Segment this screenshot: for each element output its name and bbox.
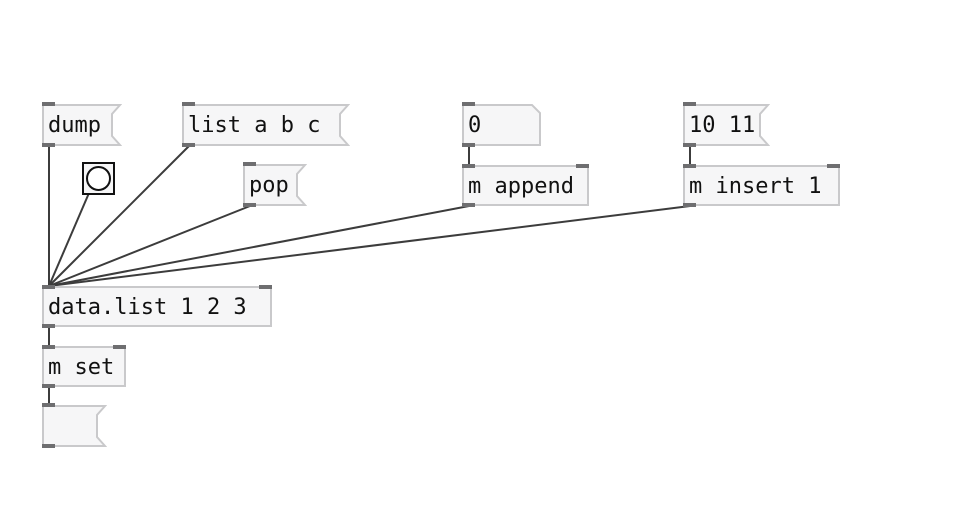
inlet-left[interactable]	[42, 345, 55, 349]
inlet-right[interactable]	[827, 164, 840, 168]
ten-eleven-message[interactable]: 10 11	[683, 102, 770, 147]
pop-label: pop	[249, 173, 289, 198]
number-value: 0	[468, 113, 482, 138]
data-list-object[interactable]: data.list 1 2 3	[42, 285, 272, 328]
outlet[interactable]	[42, 444, 55, 448]
set-object[interactable]: m set	[42, 345, 126, 388]
ten-eleven-label: 10 11	[689, 113, 756, 138]
outlet[interactable]	[182, 143, 195, 147]
inlet-left[interactable]	[462, 164, 475, 168]
pop-message[interactable]: pop	[243, 162, 307, 207]
list-message[interactable]: list a b c	[182, 102, 350, 147]
outlet[interactable]	[462, 203, 475, 207]
dump-label: dump	[48, 113, 101, 138]
inlet[interactable]	[42, 403, 55, 407]
cord-list-to-datalist[interactable]	[48, 145, 190, 287]
dump-message[interactable]: dump	[42, 102, 122, 147]
outlet[interactable]	[42, 143, 55, 147]
insert-object[interactable]: m insert 1	[683, 164, 840, 207]
inlet[interactable]	[182, 102, 195, 106]
inlet[interactable]	[462, 102, 475, 106]
message-box-shape	[42, 405, 107, 447]
number-box-shape	[462, 104, 541, 146]
outlet[interactable]	[42, 324, 55, 328]
set-label: m set	[48, 355, 115, 380]
append-label: m append	[468, 174, 574, 199]
inlet[interactable]	[683, 102, 696, 106]
output-message[interactable]	[42, 403, 107, 448]
outlet[interactable]	[683, 203, 696, 207]
outlet[interactable]	[462, 143, 475, 147]
inlet-left[interactable]	[683, 164, 696, 168]
outlet[interactable]	[683, 143, 696, 147]
data-list-label: data.list 1 2 3	[48, 295, 247, 320]
inlet-right[interactable]	[113, 345, 126, 349]
append-object[interactable]: m append	[462, 164, 589, 207]
list-label: list a b c	[188, 113, 321, 138]
inlet-left[interactable]	[42, 285, 55, 289]
inlet-right[interactable]	[576, 164, 589, 168]
inlet-right[interactable]	[259, 285, 272, 289]
outlet[interactable]	[243, 203, 256, 207]
cord-append-to-datalist[interactable]	[48, 205, 470, 287]
cord-insert-to-datalist[interactable]	[48, 205, 691, 287]
insert-label: m insert 1	[689, 174, 822, 199]
inlet[interactable]	[243, 162, 256, 166]
inlet[interactable]	[42, 102, 55, 106]
cord-bang-to-datalist[interactable]	[48, 192, 90, 287]
bang-button[interactable]	[82, 162, 115, 195]
outlet[interactable]	[42, 384, 55, 388]
number-box[interactable]: 0	[462, 102, 542, 147]
cord-pop-to-datalist[interactable]	[48, 205, 251, 287]
bang-circle-icon	[86, 166, 111, 191]
